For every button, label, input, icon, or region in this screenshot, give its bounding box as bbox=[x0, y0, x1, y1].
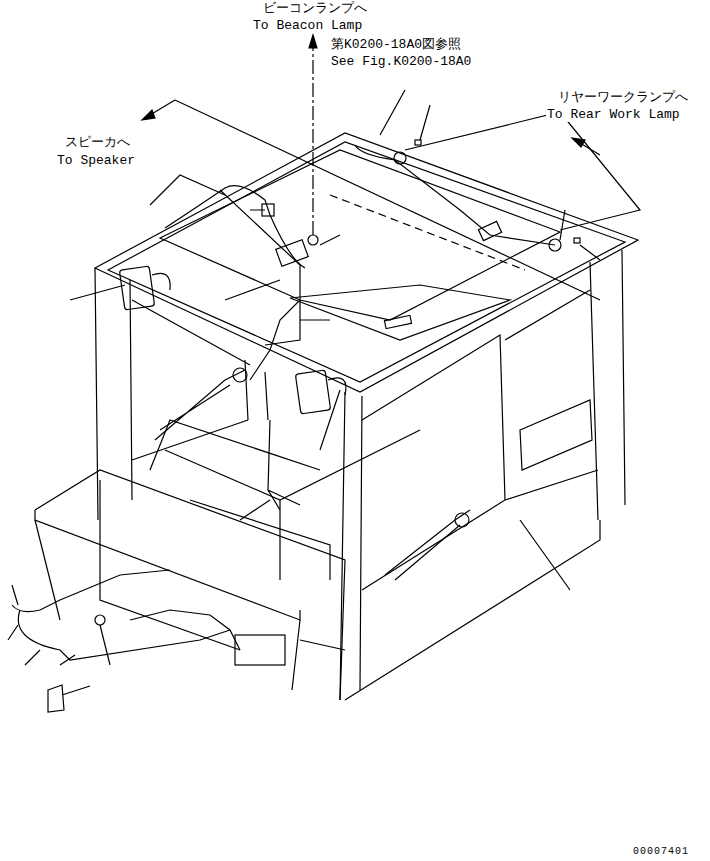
note-text: スピーカへ bbox=[64, 135, 131, 150]
note-text: To Speaker bbox=[56, 153, 136, 168]
note-text: リヤーワークランプへ bbox=[557, 90, 689, 105]
note-text: ビーコンランプへ bbox=[262, 1, 368, 16]
note-text: To Beacon Lamp bbox=[252, 18, 363, 33]
note-text: To Rear Work Lamp bbox=[546, 107, 681, 122]
reference-note: See Fig.K0200-18A0 bbox=[330, 54, 472, 69]
reference-note: 第K0200-18A0図参照 bbox=[330, 37, 462, 52]
drawing-number: 00007401 bbox=[632, 846, 690, 858]
